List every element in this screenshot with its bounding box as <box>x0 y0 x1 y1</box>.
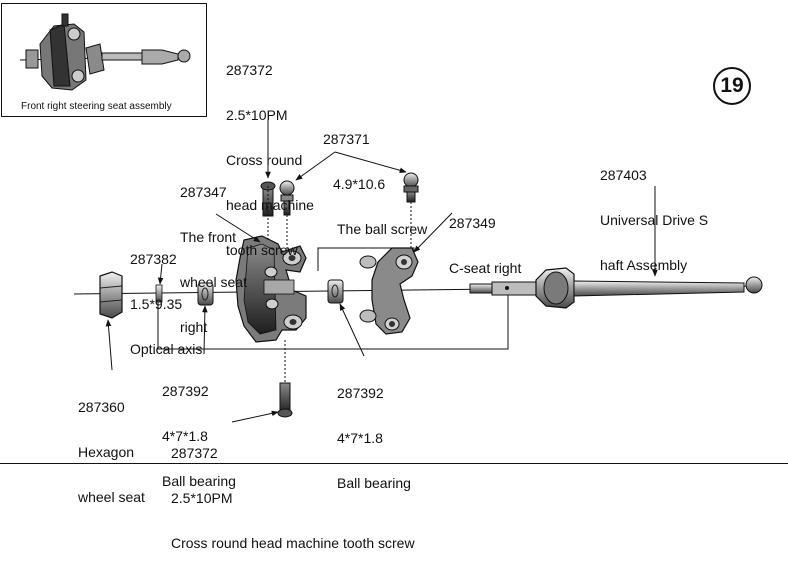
part-desc: head machine <box>226 197 314 213</box>
part-desc: C-seat right <box>449 260 522 276</box>
part-desc: Hexagon <box>78 444 135 460</box>
part-desc: tooth screw <box>226 242 298 258</box>
part-code: 287392 <box>337 385 384 401</box>
ball-screw-left <box>279 180 295 250</box>
screw-bottom <box>277 340 293 418</box>
part-code: 287360 <box>78 399 125 415</box>
hexagon-wheel-seat <box>99 271 123 319</box>
leader-lines <box>105 120 658 423</box>
label-hexagon-wheel-seat: 287360 Hexagon wheel seat <box>78 370 145 535</box>
wheel-seat-knuckle <box>235 235 307 343</box>
label-wheel-seat: 287347 The front wheel seat right <box>180 155 247 365</box>
bracket-line <box>157 290 509 350</box>
part-desc: 2.5*10PM <box>171 490 233 506</box>
part-desc: 4*7*1.8 <box>337 430 383 446</box>
part-desc: haft Assembly <box>600 257 688 273</box>
part-desc: 1.5*9.35 <box>130 296 183 312</box>
part-code: 287372 <box>171 445 218 461</box>
part-code: 287349 <box>449 215 496 231</box>
part-desc: right <box>180 319 208 335</box>
part-desc: 4.9*10.6 <box>333 176 386 192</box>
bottom-divider <box>0 463 788 464</box>
step-number-badge: 19 <box>713 67 751 105</box>
ball-screw-right <box>403 172 419 250</box>
part-code: 287403 <box>600 167 647 183</box>
part-code: 287392 <box>162 383 209 399</box>
label-optical-axis: 287382 1.5*9.35 Optical axis <box>130 222 202 387</box>
part-desc: Universal Drive S <box>600 212 709 228</box>
part-desc: The front <box>180 229 237 245</box>
c-seat <box>359 247 419 335</box>
part-desc: The ball screw <box>337 221 428 237</box>
screw-top <box>260 181 276 240</box>
exploded-view-drawing <box>73 120 763 423</box>
universal-drive-shaft <box>469 267 763 309</box>
bearing-left <box>197 282 214 306</box>
part-desc: wheel seat <box>78 489 145 505</box>
inset-assembly-drawing <box>19 13 191 91</box>
part-desc: Cross round head machine tooth screw <box>171 535 415 551</box>
part-code: 287382 <box>130 251 177 267</box>
part-code: 287372 <box>226 62 273 78</box>
part-desc: 4*7*1.8 <box>162 428 208 444</box>
label-drive-shaft: 287403 Universal Drive S haft Assembly <box>600 138 708 303</box>
part-code: 287371 <box>323 131 370 147</box>
part-desc: Cross round <box>226 152 303 168</box>
inset-caption: Front right steering seat assembly <box>21 101 172 112</box>
assembly-diagram: Front right steering seat assembly 19 28… <box>0 3 788 551</box>
label-screw-bottom: 287372 2.5*10PM Cross round head machine… <box>171 416 415 581</box>
part-desc: Optical axis <box>130 341 203 357</box>
optical-axis-pin <box>155 284 163 303</box>
bearing-right <box>327 279 344 304</box>
label-ball-screw: 287371 4.9*10.6 The ball screw <box>323 102 427 267</box>
part-code: 287347 <box>180 184 227 200</box>
label-c-seat: 287349 C-seat right <box>449 186 521 306</box>
part-desc: wheel seat <box>180 274 247 290</box>
part-desc: 2.5*10PM <box>226 107 288 123</box>
label-screw-top: 287372 2.5*10PM Cross round head machine… <box>226 33 314 288</box>
inset-panel: Front right steering seat assembly <box>1 3 207 117</box>
